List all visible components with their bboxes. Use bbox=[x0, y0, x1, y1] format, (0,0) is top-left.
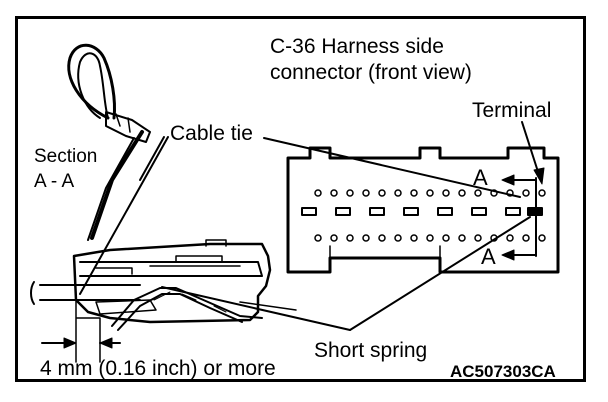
connector-front-view bbox=[286, 121, 560, 274]
dimension-label: 4 mm (0.16 inch) or more bbox=[40, 357, 276, 380]
connector-title-line-2: connector (front view) bbox=[270, 61, 472, 84]
figure-frame bbox=[15, 16, 586, 382]
cable-tie-drawing bbox=[67, 43, 151, 241]
terminal-slots-middle-row bbox=[301, 207, 543, 216]
short-spring-label: Short spring bbox=[314, 339, 428, 362]
section-label-line-1: Section bbox=[34, 146, 98, 167]
terminal-pins-bottom-row bbox=[314, 234, 546, 242]
terminal-pins-top-row bbox=[314, 189, 546, 197]
section-marker-top: A bbox=[473, 165, 488, 190]
section-label-line-2: A - A bbox=[34, 171, 75, 192]
cable-tie-label: Cable tie bbox=[170, 122, 253, 145]
connector-section-drawing bbox=[30, 239, 297, 363]
terminal-label: Terminal bbox=[472, 99, 552, 122]
connector-title-line-1: C-36 Harness side bbox=[270, 35, 444, 58]
figure-code: AC507303CA bbox=[450, 362, 556, 381]
section-marker-bottom: A bbox=[481, 244, 496, 269]
